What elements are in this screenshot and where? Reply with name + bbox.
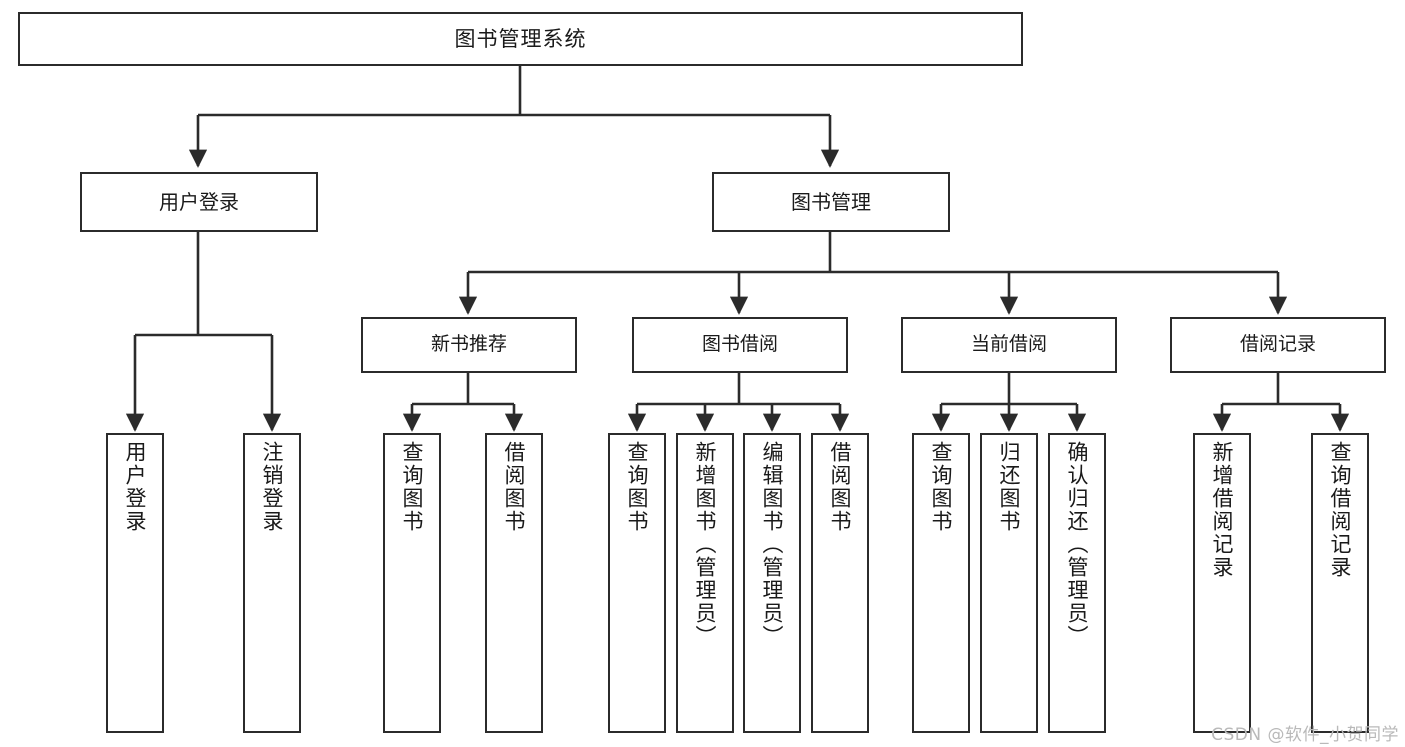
node-label: 图书管理系统 bbox=[454, 26, 587, 51]
node-label: 借阅图书 bbox=[828, 441, 853, 533]
node-book-borrow[interactable]: 图书借阅 bbox=[632, 317, 848, 373]
node-label: 查询借阅记录 bbox=[1328, 441, 1353, 579]
node-label: 新增借阅记录 bbox=[1210, 441, 1235, 579]
node-label: 确认归还（管理员） bbox=[1065, 441, 1090, 648]
node-label: 编辑图书（管理员） bbox=[760, 441, 785, 648]
node-borrow-record[interactable]: 借阅记录 bbox=[1170, 317, 1386, 373]
node-root-system[interactable]: 图书管理系统 bbox=[18, 12, 1023, 66]
leaf-query-borrow-record[interactable]: 查询借阅记录 bbox=[1311, 433, 1369, 733]
leaf-add-borrow-record[interactable]: 新增借阅记录 bbox=[1193, 433, 1251, 733]
leaf-confirm-return-admin[interactable]: 确认归还（管理员） bbox=[1048, 433, 1106, 733]
node-label: 查询图书 bbox=[929, 441, 954, 533]
node-label: 当前借阅 bbox=[970, 333, 1047, 356]
csdn-watermark: CSDN @软件_小贺同学 bbox=[1211, 725, 1399, 745]
node-label: 注销登录 bbox=[260, 441, 285, 533]
leaf-query-book-current[interactable]: 查询图书 bbox=[912, 433, 970, 733]
node-label: 用户登录 bbox=[123, 441, 148, 533]
node-user-login[interactable]: 用户登录 bbox=[80, 172, 318, 232]
node-label: 归还图书 bbox=[997, 441, 1022, 533]
node-label: 借阅图书 bbox=[502, 441, 527, 533]
leaf-query-book-recommend[interactable]: 查询图书 bbox=[383, 433, 441, 733]
node-label: 图书管理 bbox=[791, 189, 871, 214]
node-label: 新增图书（管理员） bbox=[693, 441, 718, 648]
leaf-return-book[interactable]: 归还图书 bbox=[980, 433, 1038, 733]
leaf-add-book-admin[interactable]: 新增图书（管理员） bbox=[676, 433, 734, 733]
leaf-user-login[interactable]: 用户登录 bbox=[106, 433, 164, 733]
node-new-book-recommend[interactable]: 新书推荐 bbox=[361, 317, 577, 373]
leaf-logout[interactable]: 注销登录 bbox=[243, 433, 301, 733]
node-label: 借阅记录 bbox=[1239, 333, 1316, 356]
leaf-borrow-book[interactable]: 借阅图书 bbox=[811, 433, 869, 733]
leaf-query-book-borrow[interactable]: 查询图书 bbox=[608, 433, 666, 733]
node-book-management[interactable]: 图书管理 bbox=[712, 172, 950, 232]
node-label: 新书推荐 bbox=[430, 333, 507, 356]
node-current-borrow[interactable]: 当前借阅 bbox=[901, 317, 1117, 373]
leaf-borrow-book-recommend[interactable]: 借阅图书 bbox=[485, 433, 543, 733]
leaf-edit-book-admin[interactable]: 编辑图书（管理员） bbox=[743, 433, 801, 733]
node-label: 用户登录 bbox=[159, 189, 239, 214]
node-label: 查询图书 bbox=[400, 441, 425, 533]
node-label: 图书借阅 bbox=[701, 333, 778, 356]
node-label: 查询图书 bbox=[625, 441, 650, 533]
